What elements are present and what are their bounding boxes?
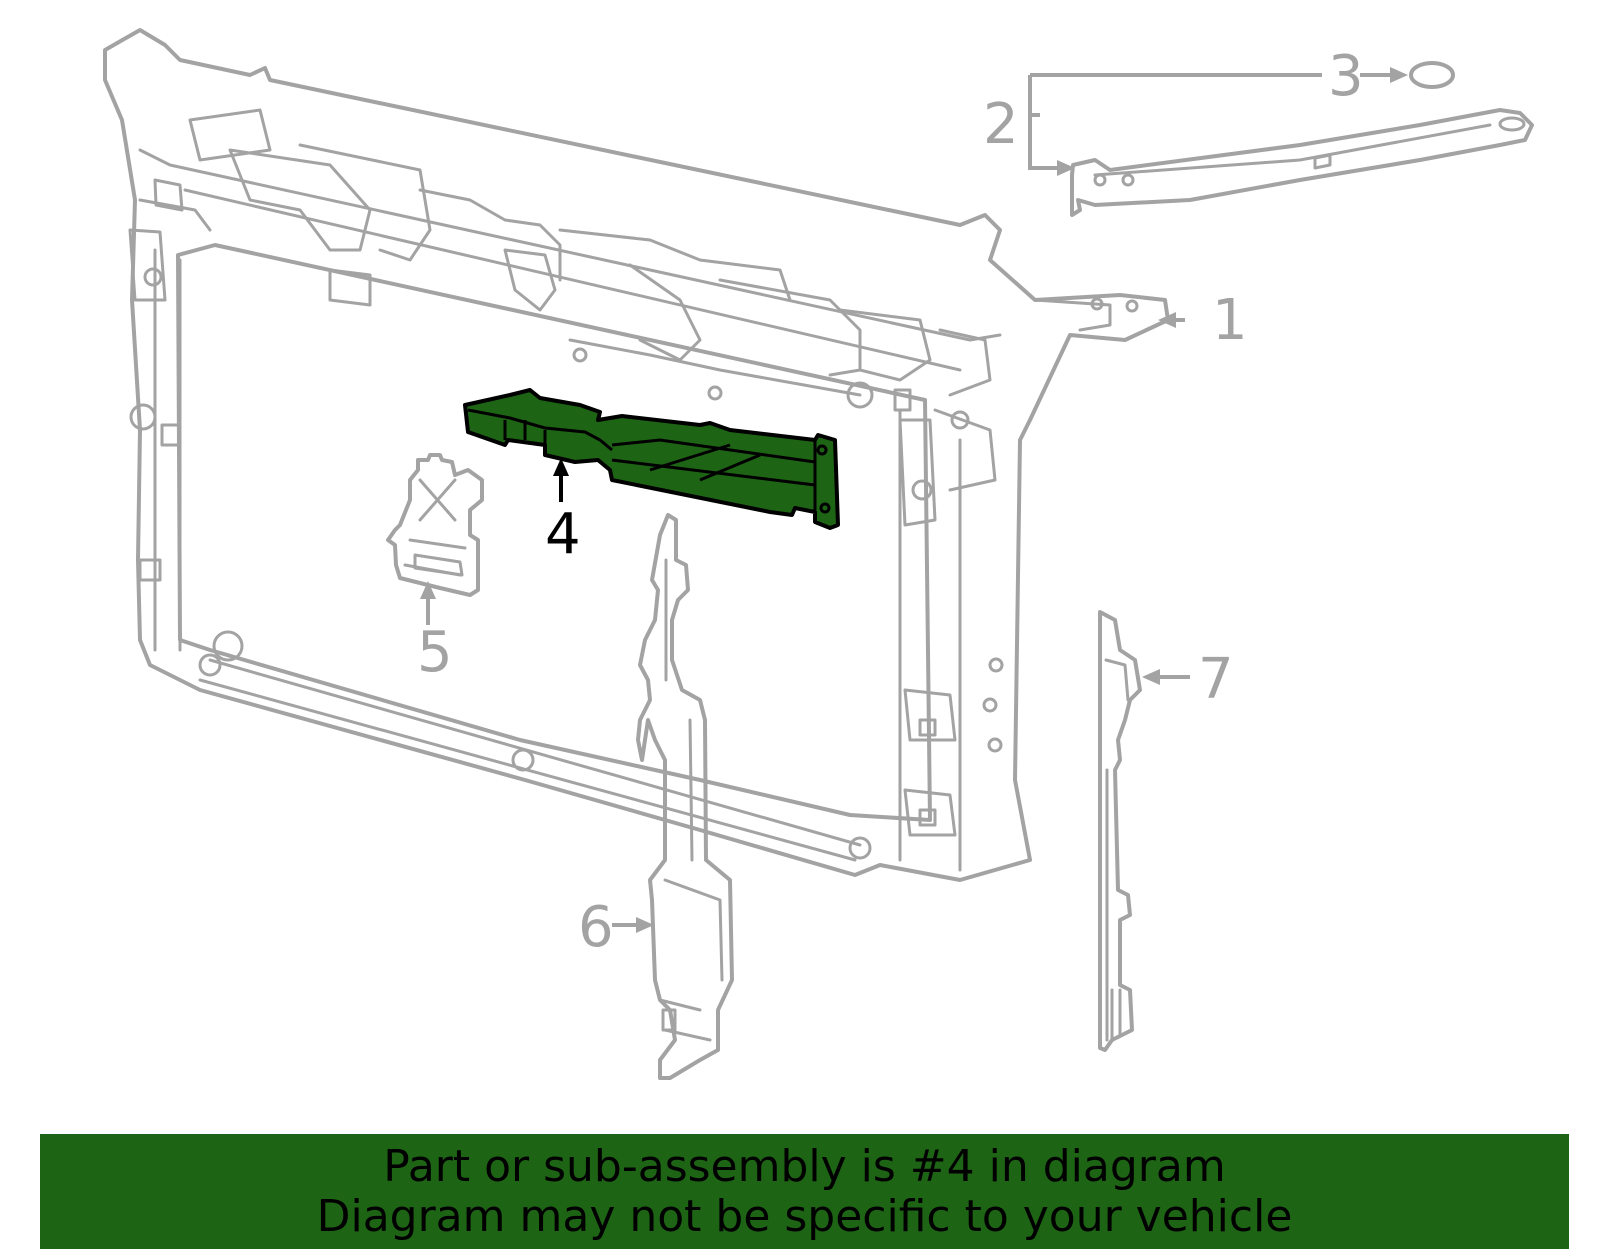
callout-7: 7 [1142,647,1234,712]
part-5-bracket [386,453,484,597]
callout-4: 4 [545,458,581,567]
callout-3: 3 [1328,44,1408,109]
banner-line-disclaimer: Diagram may not be specific to your vehi… [316,1190,1293,1242]
svg-text:6: 6 [578,895,614,960]
part-1-radiator-support [103,28,1170,882]
part-4-highlighted-reinforcement [463,388,840,530]
part-2-upper-tie-bar-brace [1070,108,1534,217]
svg-text:3: 3 [1328,44,1364,109]
svg-text:5: 5 [417,620,453,685]
callout-6: 6 [578,895,654,960]
banner-line-part-info: Part or sub-assembly is #4 in diagram [383,1140,1226,1192]
svg-text:7: 7 [1198,647,1234,712]
svg-text:2: 2 [983,92,1019,157]
svg-text:1: 1 [1212,288,1248,353]
part-3-grommet [1409,61,1455,89]
callout-2: 2 [983,73,1322,176]
callout-1: 1 [1158,288,1248,353]
part-6-air-deflector [636,513,734,1080]
svg-text:4: 4 [545,502,581,567]
part-7-air-baffle [1098,610,1142,1052]
info-banner: Part or sub-assembly is #4 in diagram Di… [40,1134,1569,1249]
callout-5: 5 [417,581,453,685]
